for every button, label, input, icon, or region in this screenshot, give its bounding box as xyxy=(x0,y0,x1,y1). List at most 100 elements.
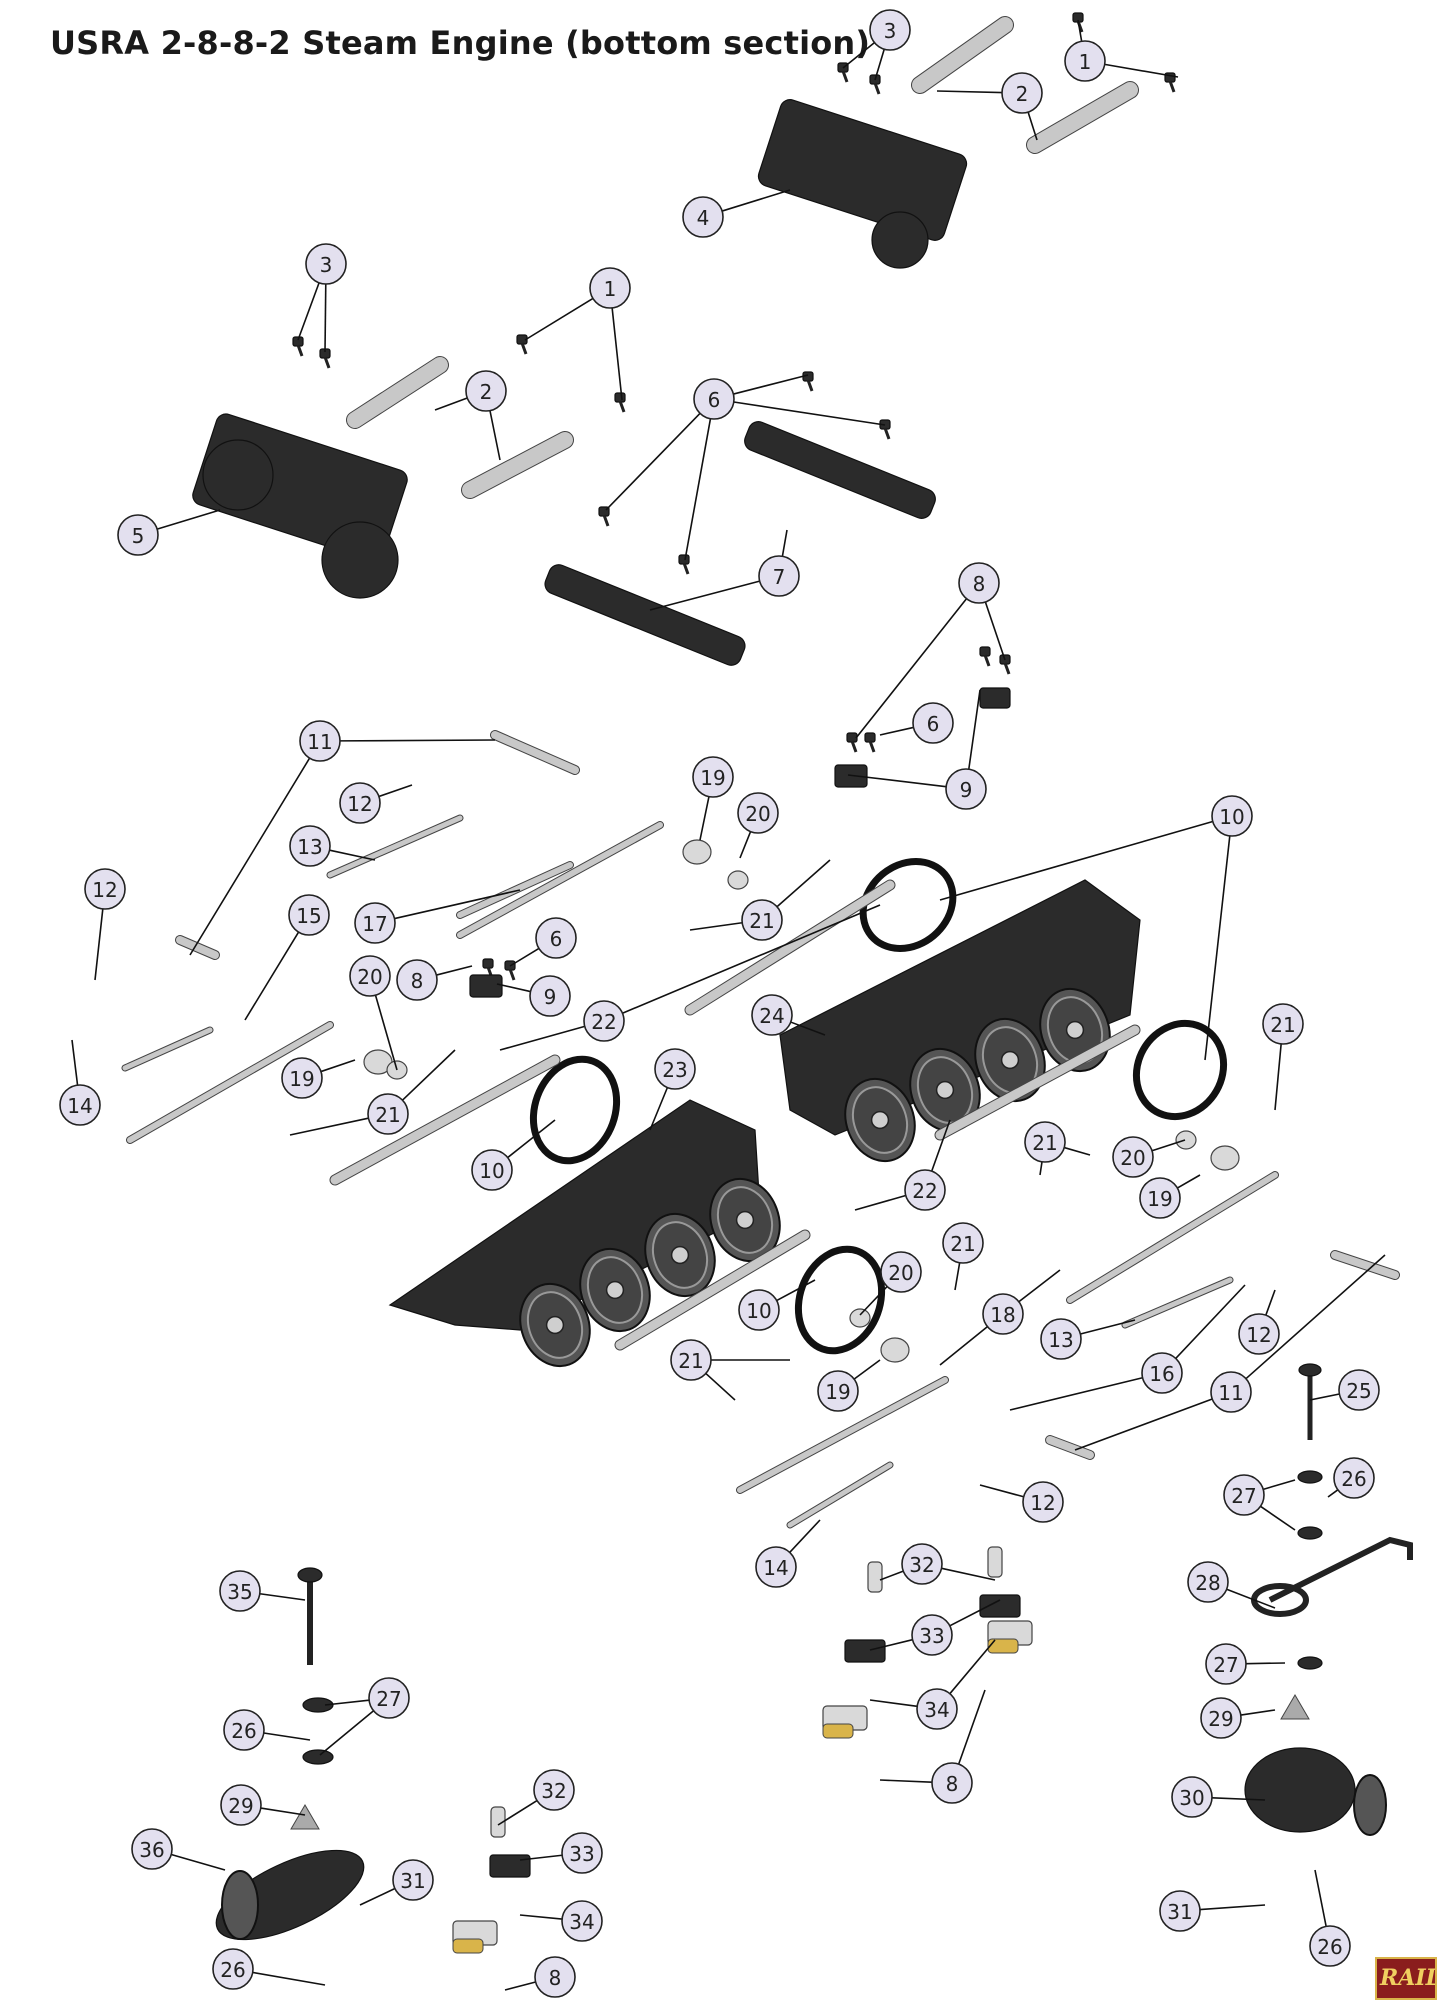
callout-29-bubble xyxy=(1200,1697,1242,1739)
callout-11-label: 11 xyxy=(307,730,332,754)
callout-25-label: 25 xyxy=(1346,1379,1371,1403)
screw-6a-shank xyxy=(806,379,814,392)
screw-3a-shank xyxy=(841,70,849,83)
leader-15-20-0 xyxy=(244,931,300,1021)
callout-31: 31 xyxy=(1159,1890,1201,1932)
washer-27b xyxy=(1297,1526,1323,1540)
leader-26-53-0 xyxy=(1327,1489,1339,1498)
callout-33-label: 33 xyxy=(919,1624,944,1648)
bushing-19-1 xyxy=(682,839,712,865)
callout-22-label: 22 xyxy=(912,1179,937,1203)
callout-33: 33 xyxy=(911,1614,953,1656)
callout-35: 35 xyxy=(219,1570,261,1612)
crosshead-17 xyxy=(127,1022,333,1143)
callout-20: 20 xyxy=(737,792,779,834)
callout-24-bubble xyxy=(751,994,793,1036)
leader-21-22-1 xyxy=(776,859,831,908)
callout-21-bubble xyxy=(1024,1121,1066,1163)
callout-21: 21 xyxy=(741,899,783,941)
callout-14-bubble xyxy=(59,1084,101,1126)
leader-27-52-0 xyxy=(1262,1479,1296,1491)
leader-8-62-1 xyxy=(879,1779,933,1783)
callout-8-bubble xyxy=(534,1956,576,1998)
callout-12: 12 xyxy=(1022,1481,1064,1523)
spring-29b xyxy=(290,1804,320,1830)
link-13b xyxy=(1122,1277,1233,1328)
callout-27-bubble xyxy=(1205,1643,1247,1685)
callout-21-bubble xyxy=(1262,1003,1304,1045)
callout-14-bubble xyxy=(755,1546,797,1588)
callout-11-label: 11 xyxy=(1218,1381,1243,1405)
parts-layer xyxy=(121,12,1413,1954)
leader-23-33-0 xyxy=(649,1087,669,1131)
tire-10a xyxy=(859,858,957,952)
screw-1b-shank xyxy=(1168,80,1176,93)
leader-26-61-0 xyxy=(263,1732,311,1741)
callout-6-label: 6 xyxy=(708,388,721,412)
leader-2-2-0 xyxy=(936,90,1003,94)
driver-24-1-hub xyxy=(870,1110,890,1130)
callout-6-label: 6 xyxy=(927,712,940,736)
piston-2a xyxy=(912,17,1013,93)
leader-33-68-0 xyxy=(519,1854,563,1861)
leader-12-14-0 xyxy=(378,784,413,798)
callout-16-bubble xyxy=(1141,1352,1183,1394)
truck-frame-4 xyxy=(757,99,968,241)
callout-12-label: 12 xyxy=(92,878,117,902)
callout-9-bubble xyxy=(945,768,987,810)
callout-2-bubble xyxy=(1001,72,1043,114)
callout-9-bubble xyxy=(529,975,571,1017)
callout-29-label: 29 xyxy=(228,1794,253,1818)
leader-12-50-0 xyxy=(979,1484,1024,1498)
callout-21: 21 xyxy=(1024,1121,1066,1163)
rod-11a xyxy=(491,731,579,774)
callout-34-bubble xyxy=(916,1688,958,1730)
callout-18: 18 xyxy=(982,1293,1024,1335)
washer-27a xyxy=(1297,1470,1323,1484)
callout-25-bubble xyxy=(1338,1369,1380,1411)
callout-17: 17 xyxy=(354,902,396,944)
callout-6-bubble xyxy=(535,917,577,959)
callout-9: 9 xyxy=(945,768,987,810)
leader-1-1-0 xyxy=(1077,19,1083,42)
callout-8: 8 xyxy=(958,562,1000,604)
screw-3c-shank xyxy=(296,344,304,357)
leader-19-29-0 xyxy=(320,1059,356,1073)
leader-30-66-0 xyxy=(1211,1797,1266,1801)
callout-31-bubble xyxy=(392,1859,434,1901)
leader-32-54-1 xyxy=(941,1567,996,1581)
railking-logo: RAILK xyxy=(1375,1957,1437,2000)
callout-8-bubble xyxy=(958,562,1000,604)
leader-3-4-0 xyxy=(297,282,320,341)
truck-frame-5-lug-b xyxy=(321,521,399,599)
callout-21-label: 21 xyxy=(375,1103,400,1127)
callout-2: 2 xyxy=(1001,72,1043,114)
callout-2-bubble xyxy=(465,370,507,412)
callout-18-label: 18 xyxy=(990,1303,1015,1327)
callout-19: 19 xyxy=(817,1370,859,1412)
callout-21-label: 21 xyxy=(1270,1013,1295,1037)
callout-34: 34 xyxy=(561,1900,603,1942)
leader-31-69-0 xyxy=(359,1887,396,1906)
callout-22-label: 22 xyxy=(591,1010,616,1034)
leader-8-10-0 xyxy=(855,598,968,739)
callout-7: 7 xyxy=(758,555,800,597)
callout-3: 3 xyxy=(305,243,347,285)
callout-6-bubble xyxy=(912,702,954,744)
callout-21-bubble xyxy=(367,1093,409,1135)
leader-3-0-0 xyxy=(842,41,875,69)
callout-12-bubble xyxy=(84,868,126,910)
callout-25: 25 xyxy=(1338,1369,1380,1411)
leader-20-40-0 xyxy=(859,1285,888,1316)
screw-1d-shank xyxy=(618,400,626,413)
leader-20-26-0 xyxy=(374,995,398,1071)
callout-13-label: 13 xyxy=(297,835,322,859)
screw-1c-shank xyxy=(520,342,528,355)
callout-27-bubble xyxy=(368,1677,410,1719)
post-32-3 xyxy=(987,1546,1003,1578)
leader-31-71-0 xyxy=(1199,1904,1266,1911)
callout-2-label: 2 xyxy=(1016,82,1029,106)
callout-12-label: 12 xyxy=(1246,1323,1271,1347)
screw-6f-shank xyxy=(868,740,876,753)
callout-27-bubble xyxy=(1223,1474,1265,1516)
